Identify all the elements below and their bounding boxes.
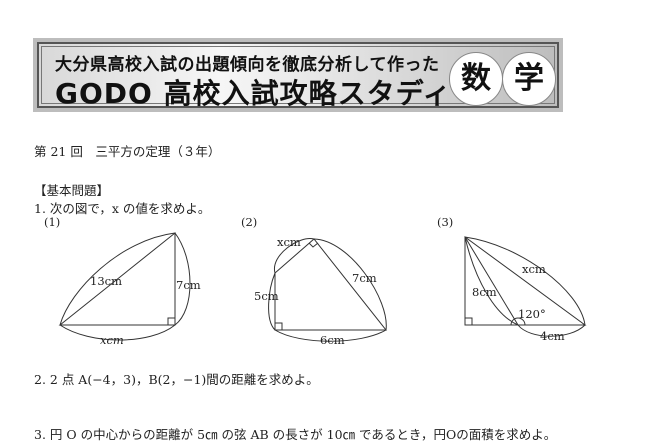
figure-2-top-label: xcm [277, 235, 301, 249]
right-arc [313, 238, 387, 331]
subject-badge-2: 学 [502, 52, 556, 106]
banner-panel: 大分県高校入試の出題傾向を徹底分析して作った GODO 高校入試攻略スタディ 数… [37, 42, 559, 110]
right-angle-mark [275, 322, 283, 330]
left-arc [268, 272, 276, 331]
figure-1: (1) 13cm 7cm xcm [44, 215, 201, 347]
top-arc [274, 238, 315, 274]
figure-3-base-label: 4cm [540, 329, 565, 343]
base-arc [274, 329, 387, 342]
side-arc [174, 232, 191, 326]
angle-arc [510, 317, 526, 326]
figure-2-right-label: 7cm [352, 271, 377, 285]
question-1: 1. 次の図で，x の値を求めよ。 [34, 201, 211, 216]
figure-1-hyp-label: 13cm [90, 274, 122, 288]
left-arc [464, 236, 519, 326]
banner-title: GODO 高校入試攻略スタディ [55, 77, 452, 110]
hyp-arc [59, 232, 176, 326]
figure-2-base-label: 6cm [320, 333, 345, 347]
figure-3-inner-line [464, 236, 519, 326]
figure-3-left-label: 8cm [472, 285, 497, 299]
figure-3-hyp-label: xcm [522, 262, 546, 276]
figure-1-base-label: xcm [100, 333, 124, 347]
banner-subtitle: 大分県高校入試の出題傾向を徹底分析して作った [55, 55, 440, 75]
base-arc [517, 324, 586, 337]
figure-1-side-label: 7cm [176, 278, 201, 292]
right-angle-mark-top [308, 242, 319, 248]
figure-3: (3) 8cm xcm 120° 4cm [437, 215, 587, 343]
base-arc [59, 324, 176, 341]
section-heading: 【基本問題】 [34, 183, 110, 198]
figure-3-label: (3) [437, 215, 453, 229]
figure-2: (2) xcm 5cm 7cm 6cm [241, 215, 388, 347]
right-angle-mark [465, 317, 473, 325]
figure-2-left-label: 5cm [254, 289, 279, 303]
figure-1-triangle [58, 231, 176, 326]
question-3: 3. 円 O の中心からの距離が 5㎝ の弦 AB の長さが 10㎝ であるとき… [34, 427, 557, 442]
lesson-title: 第 21 回 三平方の定理（３年） [34, 144, 221, 159]
question-2: 2. 2 点 A(−4，3)，B(2，−1)間の距離を求めよ。 [34, 372, 319, 387]
right-angle-mark [167, 317, 175, 325]
figure-2-label: (2) [241, 215, 257, 229]
figure-1-label: (1) [44, 215, 60, 229]
figure-3-angle-label: 120° [518, 307, 546, 321]
subject-badge-1: 数 [449, 52, 503, 106]
hyp-arc [464, 236, 586, 326]
header-banner: 大分県高校入試の出題傾向を徹底分析して作った GODO 高校入試攻略スタディ 数… [33, 38, 563, 112]
